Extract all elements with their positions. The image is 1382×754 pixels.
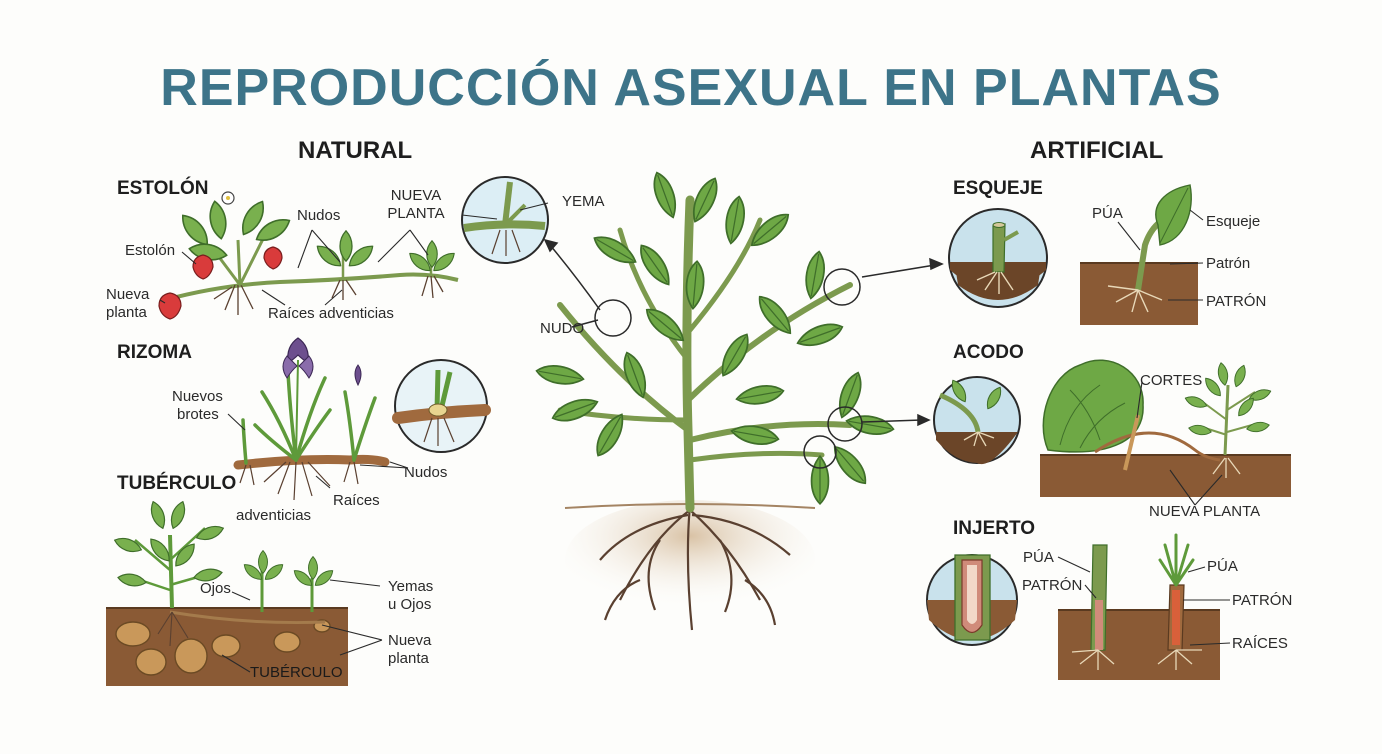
- label-nueva-small-1: Nueva: [106, 286, 150, 303]
- rizoma-heading: RIZOMA: [117, 342, 192, 363]
- esqueje-leader-lines: [1117, 209, 1204, 301]
- label-injerto-raices: RAÍCES: [1232, 635, 1288, 652]
- tuberculo-leader-lines: [221, 579, 383, 673]
- label-nueva-planta-1: NUEVA: [390, 187, 442, 204]
- tuberculo-illustration: [106, 498, 383, 686]
- acodo-illustration: [933, 359, 1291, 506]
- label-acodo-nueva-planta: NUEVA PLANTA: [1149, 503, 1261, 520]
- label-patron-caps: PATRÓN: [1206, 293, 1267, 310]
- label-nudo: NUDO: [540, 320, 585, 337]
- label-nuevos-1: Nuevos: [172, 388, 223, 405]
- acodo-leader-lines: [1136, 381, 1223, 506]
- label-rizoma-raices: Raíces: [333, 492, 380, 509]
- label-patron: Patrón: [1206, 255, 1251, 272]
- label-nuevos-2: brotes: [177, 406, 219, 423]
- label-nueva-2: planta: [388, 650, 429, 667]
- estolon-leader-lines: [159, 229, 429, 306]
- page-title: REPRODUCCIÓN ASEXUAL EN PLANTAS: [160, 59, 1222, 117]
- label-esqueje: Esqueje: [1206, 213, 1261, 230]
- label-tuberculo: TUBÉRCULO: [250, 664, 343, 681]
- label-nueva-planta-2: PLANTA: [387, 205, 445, 222]
- label-cortes: CORTES: [1140, 372, 1203, 389]
- injerto-leader-lines: [1057, 556, 1231, 646]
- label-raices-adventicias: Raíces adventicias: [268, 305, 394, 322]
- acodo-heading: ACODO: [953, 342, 1024, 363]
- strawberries: [158, 246, 283, 320]
- tree-roots: [599, 504, 791, 631]
- label-ojos: Ojos: [200, 580, 231, 597]
- label-yema: YEMA: [562, 193, 605, 210]
- label-injerto-pua-right: PÚA: [1207, 558, 1238, 575]
- rizoma-illustration: [227, 337, 491, 501]
- label-pua: PÚA: [1092, 205, 1123, 222]
- label-rizoma-nudos: Nudos: [404, 464, 448, 481]
- label-injerto-patron-left: PATRÓN: [1022, 577, 1083, 594]
- label-injerto-pua-left: PÚA: [1023, 549, 1054, 566]
- label-yemas-1: Yemas: [388, 578, 434, 595]
- estolon-illustration: [158, 176, 549, 320]
- label-injerto-patron-right: PATRÓN: [1232, 592, 1293, 609]
- rizoma-leader-lines: [227, 413, 409, 489]
- esqueje-illustration: [948, 184, 1204, 325]
- node-highlight-circles: [594, 268, 863, 469]
- label-rizoma-adventicias: adventicias: [236, 507, 312, 524]
- label-nudos: Nudos: [297, 207, 341, 224]
- label-estolon: Estolón: [125, 242, 176, 259]
- esqueje-heading: ESQUEJE: [953, 178, 1043, 199]
- injerto-illustration: [926, 533, 1231, 680]
- artificial-heading: ARTIFICIAL: [1030, 137, 1164, 164]
- estolon-heading: ESTOLÓN: [117, 178, 209, 199]
- callout-arrows: [543, 238, 944, 427]
- potatoes: [115, 619, 331, 676]
- label-nueva-small-2: planta: [106, 304, 147, 321]
- injerto-heading: INJERTO: [953, 518, 1036, 539]
- natural-heading: NATURAL: [298, 137, 413, 164]
- label-yemas-2: u Ojos: [388, 596, 432, 613]
- tuberculo-heading: TUBÉRCULO: [117, 473, 237, 494]
- label-nueva-1: Nueva: [388, 632, 432, 649]
- central-plant-illustration: [534, 168, 944, 631]
